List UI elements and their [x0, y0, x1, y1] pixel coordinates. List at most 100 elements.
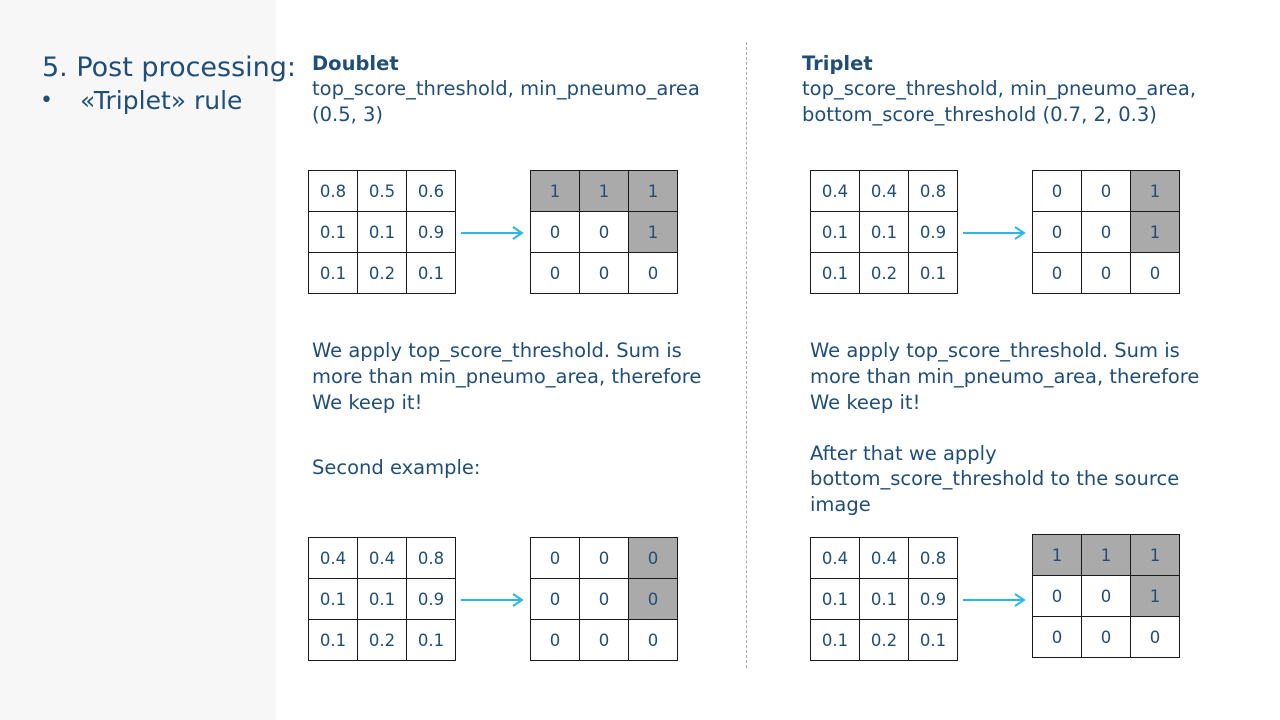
grid-cell: 0.1: [308, 619, 358, 661]
triplet-explanation-line-2: more than min_pneumo_area, therefore: [810, 365, 1200, 388]
grid-cell: 0: [1032, 616, 1082, 658]
grid-cell: 0.9: [908, 211, 958, 253]
triplet-params-line-1: top_score_threshold, min_pneumo_area,: [802, 77, 1197, 100]
grid-cell: 0: [530, 619, 580, 661]
grid-cell: 1: [1081, 534, 1131, 576]
doublet-heading: Doublet: [312, 52, 399, 75]
grid-cell: 0: [530, 578, 580, 620]
grid-cell: 0: [1130, 252, 1180, 294]
grid-cell: 0: [628, 252, 678, 294]
side-panel: [0, 0, 276, 720]
grid-cell: 0: [1081, 211, 1131, 253]
triplet-after-line-1: After that we apply: [810, 442, 997, 465]
grid-cell: 0.9: [406, 578, 456, 620]
grid-cell: 1: [1032, 534, 1082, 576]
grid-cell: 0.1: [859, 578, 909, 620]
grid-cell: 0: [1032, 252, 1082, 294]
arrow-icon: [963, 593, 1026, 607]
grid-cell: 0.4: [810, 170, 860, 212]
grid-cell: 0.2: [357, 619, 407, 661]
grid-cell: 0.1: [810, 252, 860, 294]
grid-cell: 0: [1081, 616, 1131, 658]
grid-cell: 0: [1130, 616, 1180, 658]
grid-cell: 0.4: [308, 537, 358, 579]
grid-cell: 0.4: [810, 537, 860, 579]
grid-cell: 0.2: [859, 252, 909, 294]
grid-cell: 0.1: [810, 619, 860, 661]
triplet-params-line-2: bottom_score_threshold (0.7, 2, 0.3): [802, 103, 1157, 126]
grid-cell: 0.1: [308, 211, 358, 253]
doublet-explanation-line-1: We apply top_score_threshold. Sum is: [312, 339, 682, 362]
grid-cell: 0: [1081, 252, 1131, 294]
grid-cell: 0: [579, 211, 629, 253]
doublet-params: top_score_threshold, min_pneumo_area: [312, 77, 700, 100]
grid-cell: 0: [579, 619, 629, 661]
grid-cell: 0: [579, 252, 629, 294]
grid-cell: 0.6: [406, 170, 456, 212]
grid-cell: 0: [628, 619, 678, 661]
grid-cell: 0: [579, 578, 629, 620]
bullet-triplet-rule: «Triplet» rule: [80, 86, 243, 115]
grid-cell: 0.1: [308, 252, 358, 294]
arrow-icon: [461, 593, 524, 607]
grid-cell: 0.5: [357, 170, 407, 212]
grid-cell: 0.2: [357, 252, 407, 294]
grid-cell: 0.1: [357, 211, 407, 253]
arrow-icon: [963, 226, 1026, 240]
grid-cell: 0: [530, 537, 580, 579]
grid-cell: 0.4: [859, 170, 909, 212]
grid-cell: 1: [1130, 211, 1180, 253]
triplet-after-line-3: image: [810, 493, 871, 516]
grid-cell: 0.4: [357, 537, 407, 579]
grid-cell: 0: [1032, 170, 1082, 212]
grid-cell: 0.1: [406, 619, 456, 661]
grid-cell: 1: [530, 170, 580, 212]
grid-cell: 0: [1032, 211, 1082, 253]
grid-cell: 0: [1032, 575, 1082, 617]
triplet-heading: Triplet: [802, 52, 873, 75]
grid-cell: 0.1: [908, 252, 958, 294]
grid-cell: 0.1: [308, 578, 358, 620]
grid-cell: 1: [1130, 534, 1180, 576]
grid-cell: 1: [628, 211, 678, 253]
slide-title: 5. Post processing:: [42, 52, 297, 83]
doublet-second-example: Second example:: [312, 456, 481, 479]
doublet-explanation-line-3: We keep it!: [312, 391, 423, 414]
grid-cell: 0.1: [908, 619, 958, 661]
grid-cell: 0: [1081, 170, 1131, 212]
grid-cell: 0.1: [357, 578, 407, 620]
grid-cell: 0.9: [406, 211, 456, 253]
grid-cell: 0.1: [406, 252, 456, 294]
column-divider: [746, 42, 747, 668]
bullet-marker: •: [40, 88, 53, 113]
grid-cell: 0.4: [859, 537, 909, 579]
grid-cell: 0: [530, 252, 580, 294]
doublet-values: (0.5, 3): [312, 103, 384, 126]
grid-cell: 0: [530, 211, 580, 253]
grid-cell: 0: [579, 537, 629, 579]
